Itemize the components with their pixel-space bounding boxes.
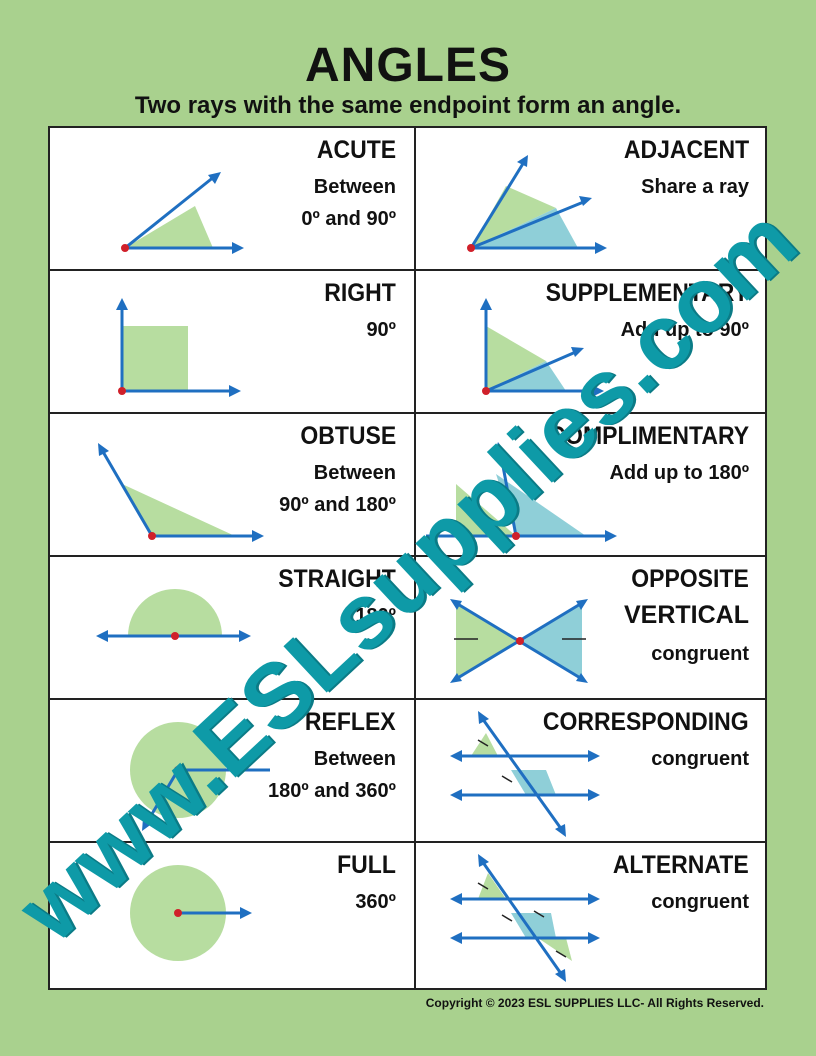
cell-straight: STRAIGHT 180º [50,557,416,700]
opposite-desc-2: congruent [651,643,749,665]
cell-acute: ACUTE Between 0º and 90º [50,128,416,271]
corresponding-name: CORRESPONDING [543,708,749,736]
complimentary-name: COMPLIMENTARY [548,422,749,450]
opposite-name: OPPOSITE [631,565,749,593]
complimentary-desc-1: Add up to 180º [609,462,749,484]
right-desc-1: 90º [366,319,396,341]
cell-alternate: ALTERNATE congruent [416,843,767,988]
alternate-angle-diagram [450,854,600,982]
cell-reflex: REFLEX Between 180º and 360º [50,700,416,843]
adjacent-desc-1: Share a ray [641,176,749,198]
cell-full: FULL 360º [50,843,416,988]
page-subtitle: Two rays with the same endpoint form an … [134,92,682,119]
cell-opposite-vertical: OPPOSITE VERTICAL congruent [416,557,767,700]
straight-desc-1: 180º [355,605,396,627]
copyright-notice: Copyright © 2023 ESL SUPPLIES LLC- All R… [425,996,764,1010]
reflex-angle-diagram [130,722,270,831]
right-angle-diagram [116,298,241,397]
cell-obtuse: OBTUSE Between 90º and 180º [50,414,416,557]
corresponding-desc-1: congruent [651,748,749,770]
acute-desc-2: 0º and 90º [301,208,396,230]
cell-right: RIGHT 90º [50,271,416,414]
obtuse-name: OBTUSE [300,422,396,450]
alternate-desc-1: congruent [651,891,749,913]
full-angle-diagram [130,865,252,961]
obtuse-desc-2: 90º and 180º [279,494,396,516]
reflex-name: REFLEX [305,708,396,736]
alternate-name: ALTERNATE [613,851,749,879]
straight-angle-diagram [96,589,251,642]
angles-grid: ACUTE Between 0º and 90º ADJACENT Share … [48,126,767,990]
acute-angle-diagram [121,172,244,254]
obtuse-angle-diagram [98,443,264,542]
cell-corresponding: CORRESPONDING congruent [416,700,767,843]
straight-name: STRAIGHT [278,565,396,593]
acute-name: ACUTE [316,136,396,164]
supplementary-name: SUPPLEMENTARY [545,279,749,307]
corresponding-angle-diagram [450,711,600,837]
supplementary-desc-1: Add up to 90º [620,319,749,341]
right-name: RIGHT [324,279,396,307]
full-desc-1: 360º [355,891,396,913]
opposite-desc-1: VERTICAL [624,601,749,629]
cell-adjacent: ADJACENT Share a ray [416,128,767,271]
acute-desc-1: Between [313,176,396,198]
opposite-vertical-angle-diagram [450,599,588,683]
page-title: ANGLES [304,39,511,92]
cell-supplementary: SUPPLEMENTARY Add up to 90º [416,271,767,414]
full-name: FULL [337,851,396,879]
adjacent-name: ADJACENT [623,136,749,164]
reflex-desc-2: 180º and 360º [267,780,396,802]
obtuse-desc-1: Between [313,462,396,484]
reflex-desc-1: Between [313,748,396,770]
cell-complimentary: COMPLIMENTARY Add up to 180º [416,414,767,557]
adjacent-angle-diagram [467,155,607,254]
complimentary-angle-diagram [426,442,617,542]
supplementary-angle-diagram [480,298,604,397]
